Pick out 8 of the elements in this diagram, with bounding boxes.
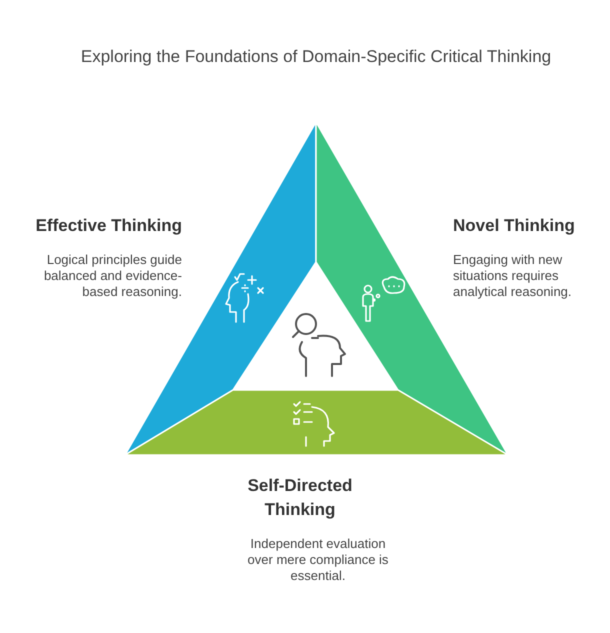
- description-text: Engaging with new situations requires analytical reasoning.: [453, 252, 573, 300]
- description-text: Logical principles guide balanced and evidence-based reasoning.: [42, 252, 182, 300]
- section-heading: Effective Thinking: [34, 215, 182, 237]
- triangle-segment: [125, 390, 508, 455]
- section-heading: Self-Directed Thinking: [246, 475, 354, 521]
- description-text: Independent evaluation over mere compliance is essential.: [246, 536, 390, 584]
- title: Exploring the Foundations of Domain-Specific Critical Thinking: [80, 47, 552, 67]
- section-heading: Novel Thinking: [453, 215, 576, 237]
